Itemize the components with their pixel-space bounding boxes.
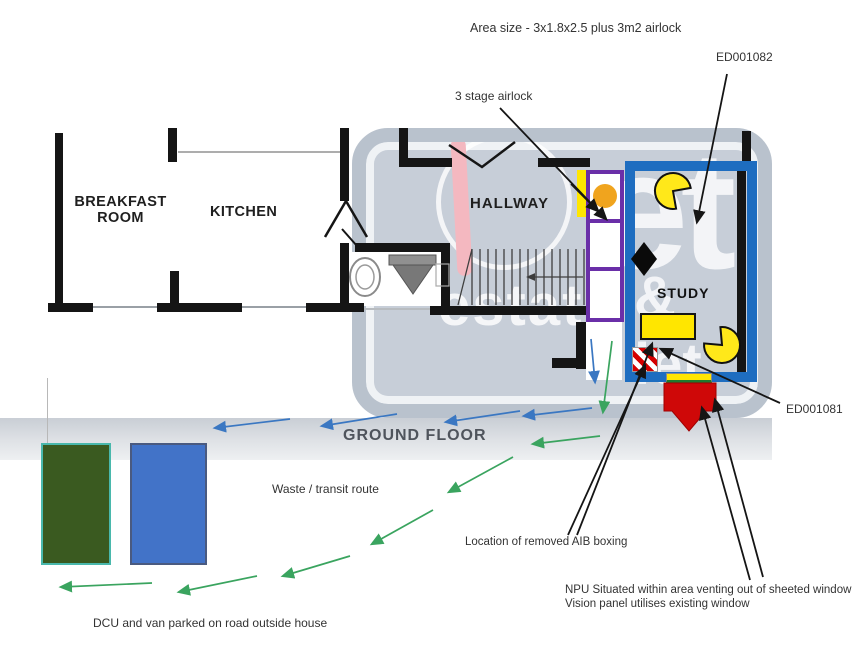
equipment-id-bottom-label: ED001081 (786, 402, 843, 416)
wall-segment (399, 128, 408, 167)
hazard-striped-marker (632, 347, 658, 372)
wall-segment (441, 243, 450, 309)
wall-segment (538, 158, 590, 167)
dcu-label: DCU and van parked on road outside house (93, 616, 328, 630)
sheeted-window-highlight (666, 373, 712, 383)
ground-floor-caption: GROUND FLOOR (343, 427, 487, 444)
airlock-exit-corridor (586, 322, 622, 380)
npu-line1: NPU Situated within area venting out of … (565, 584, 852, 596)
aib-boxing-label: Location of removed AIB boxing (465, 536, 628, 548)
wall-segment (552, 358, 576, 368)
room-label-hallway: HALLWAY (470, 195, 549, 212)
wall-segment (399, 158, 452, 167)
dcu-vehicle (41, 443, 111, 565)
breakfast-line1: BREAKFAST (74, 194, 167, 210)
wall-segment (157, 303, 242, 312)
study-inner-wall (737, 171, 746, 372)
window-line (93, 306, 157, 308)
wall-segment (340, 128, 349, 201)
wall-segment (340, 243, 349, 309)
wall-segment (55, 133, 63, 308)
waste-route-label: Waste / transit route (272, 482, 379, 496)
window-line (242, 306, 306, 308)
wall-segment (742, 131, 751, 162)
airlock-marker-dot (593, 184, 617, 208)
van-vehicle (130, 443, 207, 565)
kitchen-counter-line (178, 151, 340, 153)
airlock-stage-divider (590, 219, 620, 223)
wall-segment (48, 303, 93, 312)
wall-segment (306, 303, 364, 312)
npu-line2: Vision panel utilises existing window (565, 598, 750, 610)
area-size-label: Area size - 3x1.8x2.5 plus 3m2 airlock (470, 21, 682, 35)
airlock-entry-sheeting (577, 170, 586, 217)
wall-segment (355, 243, 450, 252)
room-label-study: STUDY (657, 285, 710, 301)
page-edge-line (47, 378, 48, 448)
airlock-label: 3 stage airlock (455, 89, 533, 103)
wall-segment (170, 271, 179, 304)
equipment-id-top-label: ED001082 (716, 50, 773, 64)
airlock-stage-divider (590, 267, 620, 271)
breakfast-line2: ROOM (97, 210, 144, 226)
aib-boxing-highlight (640, 313, 696, 340)
wc-room-fill (350, 252, 441, 306)
wall-segment (576, 322, 586, 369)
npu-label: NPU Situated within area venting out of … (565, 583, 851, 611)
room-label-kitchen: KITCHEN (210, 204, 278, 220)
wall-segment (430, 306, 587, 315)
room-label-breakfast: BREAKFAST ROOM (63, 194, 178, 226)
door-threshold-line (364, 308, 430, 310)
wall-segment (168, 128, 177, 162)
